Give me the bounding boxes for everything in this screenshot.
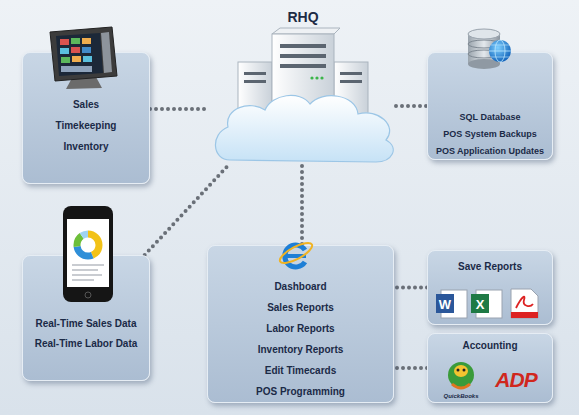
excel-icon: [471, 290, 502, 318]
phone-icon: [63, 206, 113, 302]
feature-box: DashboardSales ReportsLabor ReportsInven…: [207, 245, 394, 403]
dotted-connector: [396, 104, 427, 108]
box-text: Edit Timecards: [208, 360, 393, 381]
box-text: Save Reports: [428, 259, 552, 275]
dotted-connector: [394, 366, 427, 370]
box-text: Timekeeping: [23, 115, 149, 136]
box-text: SQL Database: [428, 109, 552, 126]
node-heading: RHQ: [210, 8, 396, 26]
box-text: POS Programming: [208, 381, 393, 402]
pdf-icon: [511, 289, 538, 318]
server-cloud-node: RHQ: [210, 4, 396, 166]
dotted-connector: [300, 166, 304, 245]
box-text: Labor Reports: [208, 318, 393, 339]
word-icon: [436, 290, 467, 318]
box-text: POS System Backups: [428, 126, 552, 143]
dotted-connector: [394, 286, 427, 290]
box-text: Sales Reports: [208, 297, 393, 318]
server-cloud: [210, 4, 396, 166]
quickbooks-logo: [448, 362, 474, 388]
box-text: Inventory Reports: [208, 339, 393, 360]
box-text: Accounting: [428, 338, 552, 354]
logo-text: QuickBooks: [443, 393, 478, 399]
logo-text: X: [476, 296, 485, 311]
logo-text: W: [439, 296, 451, 311]
box-text: Dashboard: [208, 276, 393, 297]
box-text: Real-Time Labor Data: [23, 334, 149, 354]
box-text: Inventory: [23, 136, 149, 157]
dotted-connector: [150, 107, 210, 111]
logo-text: ADP: [495, 368, 536, 392]
box-text: POS Application Updates: [428, 143, 552, 160]
dotted-connector: [145, 166, 228, 255]
box-text: Sales: [23, 94, 149, 115]
box-text: Real-Time Sales Data: [23, 314, 149, 334]
